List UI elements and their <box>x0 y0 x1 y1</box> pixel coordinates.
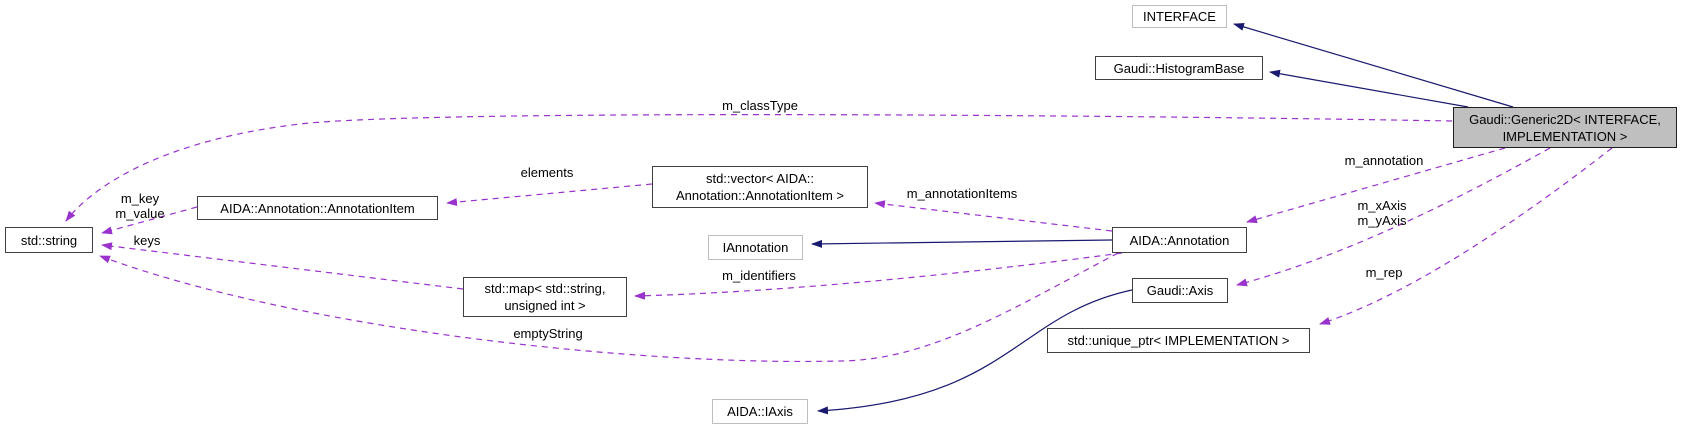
node-iannotation[interactable]: IAnnotation <box>708 235 803 260</box>
node-aida-annotation[interactable]: AIDA::Annotation <box>1112 227 1247 253</box>
node-gaudi-generic2d[interactable]: Gaudi::Generic2D< INTERFACE, IMPLEMENTAT… <box>1453 107 1677 148</box>
node-map-string-uint[interactable]: std::map< std::string, unsigned int > <box>463 277 627 317</box>
edge-label-m-identifiers: m_identifiers <box>722 268 796 283</box>
node-gaudi-axis[interactable]: Gaudi::Axis <box>1132 278 1228 303</box>
edge-m-rep <box>1319 147 1613 325</box>
edge-emptystring <box>99 252 1119 363</box>
edge-keys <box>101 242 464 290</box>
node-std-string[interactable]: std::string <box>5 227 93 253</box>
node-gaudi-histogrambase[interactable]: Gaudi::HistogramBase <box>1095 56 1263 80</box>
edge-label-m-xaxis-yaxis: m_xAxis m_yAxis <box>1357 198 1407 228</box>
edge-label-m-rep: m_rep <box>1365 265 1403 280</box>
edge-label-keys: keys <box>133 233 161 248</box>
edge-generic2d-histogrambase <box>1269 69 1469 108</box>
edge-label-elements: elements <box>520 165 574 180</box>
edge-m-key-value <box>101 206 198 235</box>
edge-axis-iaxis <box>817 289 1133 415</box>
edge-label-emptystring: emptyString <box>513 326 583 341</box>
edge-m-annotation <box>1246 147 1506 224</box>
edge-generic2d-interface <box>1233 23 1514 108</box>
node-interface[interactable]: INTERFACE <box>1132 5 1227 28</box>
edge-elements <box>446 183 653 207</box>
edge-m-identifiers <box>634 252 1123 300</box>
edge-label-m-annotation: m_annotation <box>1344 153 1424 168</box>
edge-label-m-annotationitems: m_annotationItems <box>906 186 1018 201</box>
edge-m-annotationitems <box>874 200 1113 232</box>
node-vector-annotation-item[interactable]: std::vector< AIDA:: Annotation::Annotati… <box>652 166 868 208</box>
edge-label-m-key-value: m_key m_value <box>115 191 165 221</box>
edge-label-m-classtype: m_classType <box>722 98 798 113</box>
node-annotation-item[interactable]: AIDA::Annotation::AnnotationItem <box>197 196 438 220</box>
edge-m-classtype <box>65 114 1453 222</box>
node-aida-iaxis[interactable]: AIDA::IAxis <box>712 399 808 424</box>
node-unique-ptr-implementation[interactable]: std::unique_ptr< IMPLEMENTATION > <box>1047 328 1310 353</box>
edge-annotation-iannotation <box>811 239 1113 248</box>
